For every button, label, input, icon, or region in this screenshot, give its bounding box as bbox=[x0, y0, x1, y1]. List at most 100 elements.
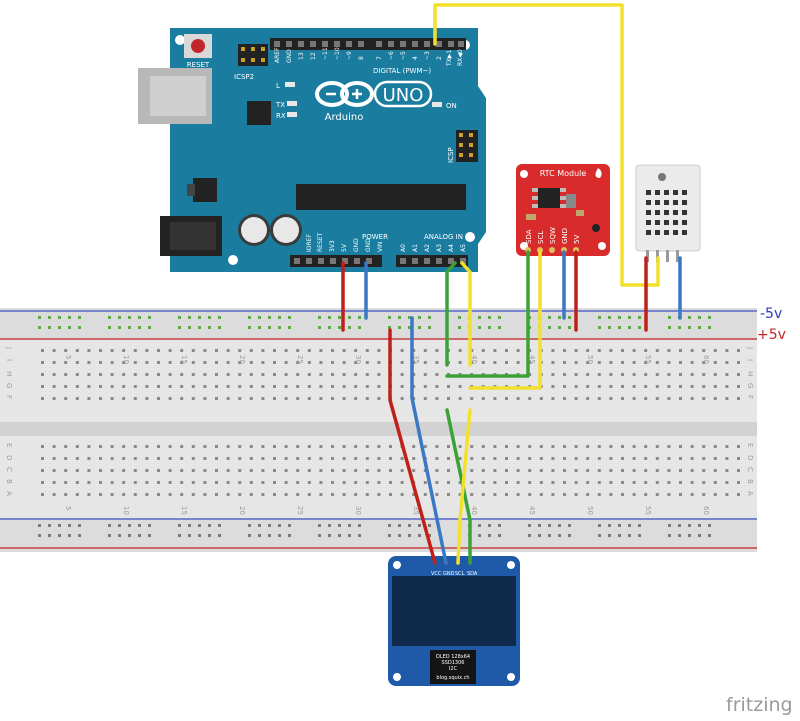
column-number-bottom: 40 bbox=[470, 506, 478, 515]
rtc-pin-5v-label: 5V bbox=[573, 235, 581, 244]
pin-vin-label: VIN bbox=[377, 242, 384, 252]
pin-12-label: 12 bbox=[310, 52, 317, 60]
minus-rail-label: -5v bbox=[760, 306, 782, 322]
icsp2-label: ICSP2 bbox=[234, 73, 254, 81]
row-letter: C bbox=[746, 467, 754, 472]
column-number-top: 25 bbox=[296, 355, 304, 364]
rtc-module: RTC Module SDA SCL SQW GND 5V bbox=[516, 164, 610, 256]
column-number-bottom: 25 bbox=[296, 506, 304, 515]
row-letter: C bbox=[5, 467, 13, 472]
pin-2-label: 2 bbox=[436, 56, 443, 60]
oled-pin-gnd-label: GND bbox=[443, 571, 455, 577]
column-number-bottom: 15 bbox=[180, 506, 188, 515]
pin-4-label: 4 bbox=[412, 56, 419, 60]
column-number-bottom: 55 bbox=[644, 506, 652, 515]
row-letter: H bbox=[746, 371, 754, 376]
pin-gnd-label: GND bbox=[286, 49, 293, 63]
wire-blue-oled-gnd bbox=[410, 316, 448, 565]
usb-chip bbox=[247, 101, 271, 125]
pin-gnd2-label: GND bbox=[365, 238, 372, 252]
pin-9-label: ~9 bbox=[346, 51, 353, 60]
rtc-title: RTC Module bbox=[540, 169, 587, 178]
oled-pin-scl-label: SCL bbox=[455, 571, 465, 577]
row-letter: G bbox=[5, 383, 13, 388]
pin-7-label: 7 bbox=[376, 56, 383, 60]
uno-logo-text: UNO bbox=[383, 85, 424, 106]
fritzing-watermark: fritzing bbox=[726, 694, 793, 716]
row-letter: J bbox=[5, 346, 13, 349]
row-letter: E bbox=[746, 443, 754, 447]
oled-display: VCC GND SCL SDA OLED 128x64 SSD1306 I2C … bbox=[388, 556, 520, 686]
pin-a5-label: A5 bbox=[460, 244, 467, 252]
led-rx-label: RX bbox=[276, 112, 286, 120]
arduino-uno-board: RESET ICSP2 AREF GND 13 12 ~11 ~10 ~9 8 … bbox=[138, 28, 486, 272]
wire-green-a4 bbox=[445, 261, 457, 367]
column-number-top: 10 bbox=[122, 355, 130, 364]
digital-label: DIGITAL (PWM~) bbox=[373, 67, 431, 75]
row-letter: A bbox=[5, 491, 13, 496]
pin-a1-label: A1 bbox=[412, 244, 419, 252]
pin-rx-label: RX◀0 bbox=[457, 49, 464, 66]
voltage-regulator bbox=[193, 178, 217, 202]
pin-ioref-label: IOREF bbox=[306, 234, 313, 252]
column-number-top: 50 bbox=[586, 355, 594, 364]
column-number-top: 35 bbox=[412, 355, 420, 364]
pin-11-label: ~11 bbox=[322, 47, 329, 60]
icsp2-header bbox=[238, 44, 268, 66]
row-letter: I bbox=[5, 359, 13, 361]
led-tx-label: TX bbox=[275, 101, 285, 109]
sparkfun-flame-icon bbox=[595, 168, 602, 178]
icsp-label: ICSP bbox=[447, 147, 455, 163]
column-number-bottom: 45 bbox=[528, 506, 536, 515]
wire-green-rtc-sda bbox=[445, 250, 530, 378]
pin-8-label: 8 bbox=[358, 56, 365, 60]
row-letter: G bbox=[746, 383, 754, 388]
oled-pin-sda-label: SDA bbox=[467, 571, 478, 577]
row-letter: J bbox=[746, 346, 754, 349]
column-number-bottom: 35 bbox=[412, 506, 420, 515]
rtc-pin-scl-label: SCL bbox=[537, 231, 545, 244]
rtc-chip bbox=[538, 188, 560, 208]
pin-a2-label: A2 bbox=[424, 244, 431, 252]
wire-yellow-rtc-scl bbox=[468, 250, 542, 390]
pin-reset-label: RESET bbox=[317, 232, 324, 252]
column-number-bottom: 5 bbox=[64, 506, 72, 510]
dht22-sensor bbox=[635, 164, 701, 262]
column-number-bottom: 60 bbox=[702, 506, 710, 515]
led-l-label: L bbox=[276, 82, 280, 90]
pin-gnd1-label: GND bbox=[353, 238, 360, 252]
pin-13-label: 13 bbox=[298, 52, 305, 60]
row-letter: E bbox=[5, 443, 13, 447]
pin-6-label: ~6 bbox=[388, 51, 395, 60]
pin-a0-label: A0 bbox=[400, 244, 407, 252]
oled-label-line-1: OLED 128x64 bbox=[436, 654, 470, 660]
wire-yellow-dht-data bbox=[433, 3, 660, 287]
pin-aref-label: AREF bbox=[274, 47, 281, 63]
arduino-brand-text: Arduino bbox=[325, 112, 364, 123]
oled-label-line-4: blog.squix.ch bbox=[436, 675, 469, 681]
oled-screen bbox=[392, 576, 516, 646]
oled-label-line-2: SSD1306 bbox=[442, 660, 465, 666]
row-letter: D bbox=[746, 455, 754, 460]
column-number-top: 30 bbox=[354, 355, 362, 364]
pin-5v-label: 5V bbox=[341, 243, 348, 252]
reset-label: RESET bbox=[187, 61, 210, 69]
pin-5-label: ~5 bbox=[400, 51, 407, 60]
column-number-top: 15 bbox=[180, 355, 188, 364]
icsp-header bbox=[456, 130, 478, 162]
row-letter: I bbox=[746, 359, 754, 361]
column-number-top: 45 bbox=[528, 355, 536, 364]
rtc-crystal bbox=[566, 194, 576, 208]
row-letter: B bbox=[5, 479, 13, 484]
wire-red-oled-vcc bbox=[388, 328, 437, 565]
pin-a4-label: A4 bbox=[448, 244, 455, 252]
oled-pin-vcc-label: VCC bbox=[431, 571, 442, 577]
dht-vent-grid bbox=[646, 190, 687, 235]
oled-label-line-3: I2C bbox=[449, 666, 458, 672]
column-number-bottom: 20 bbox=[238, 506, 246, 515]
column-number-top: 20 bbox=[238, 355, 246, 364]
row-letter: D bbox=[5, 455, 13, 460]
row-letter: F bbox=[746, 395, 754, 399]
